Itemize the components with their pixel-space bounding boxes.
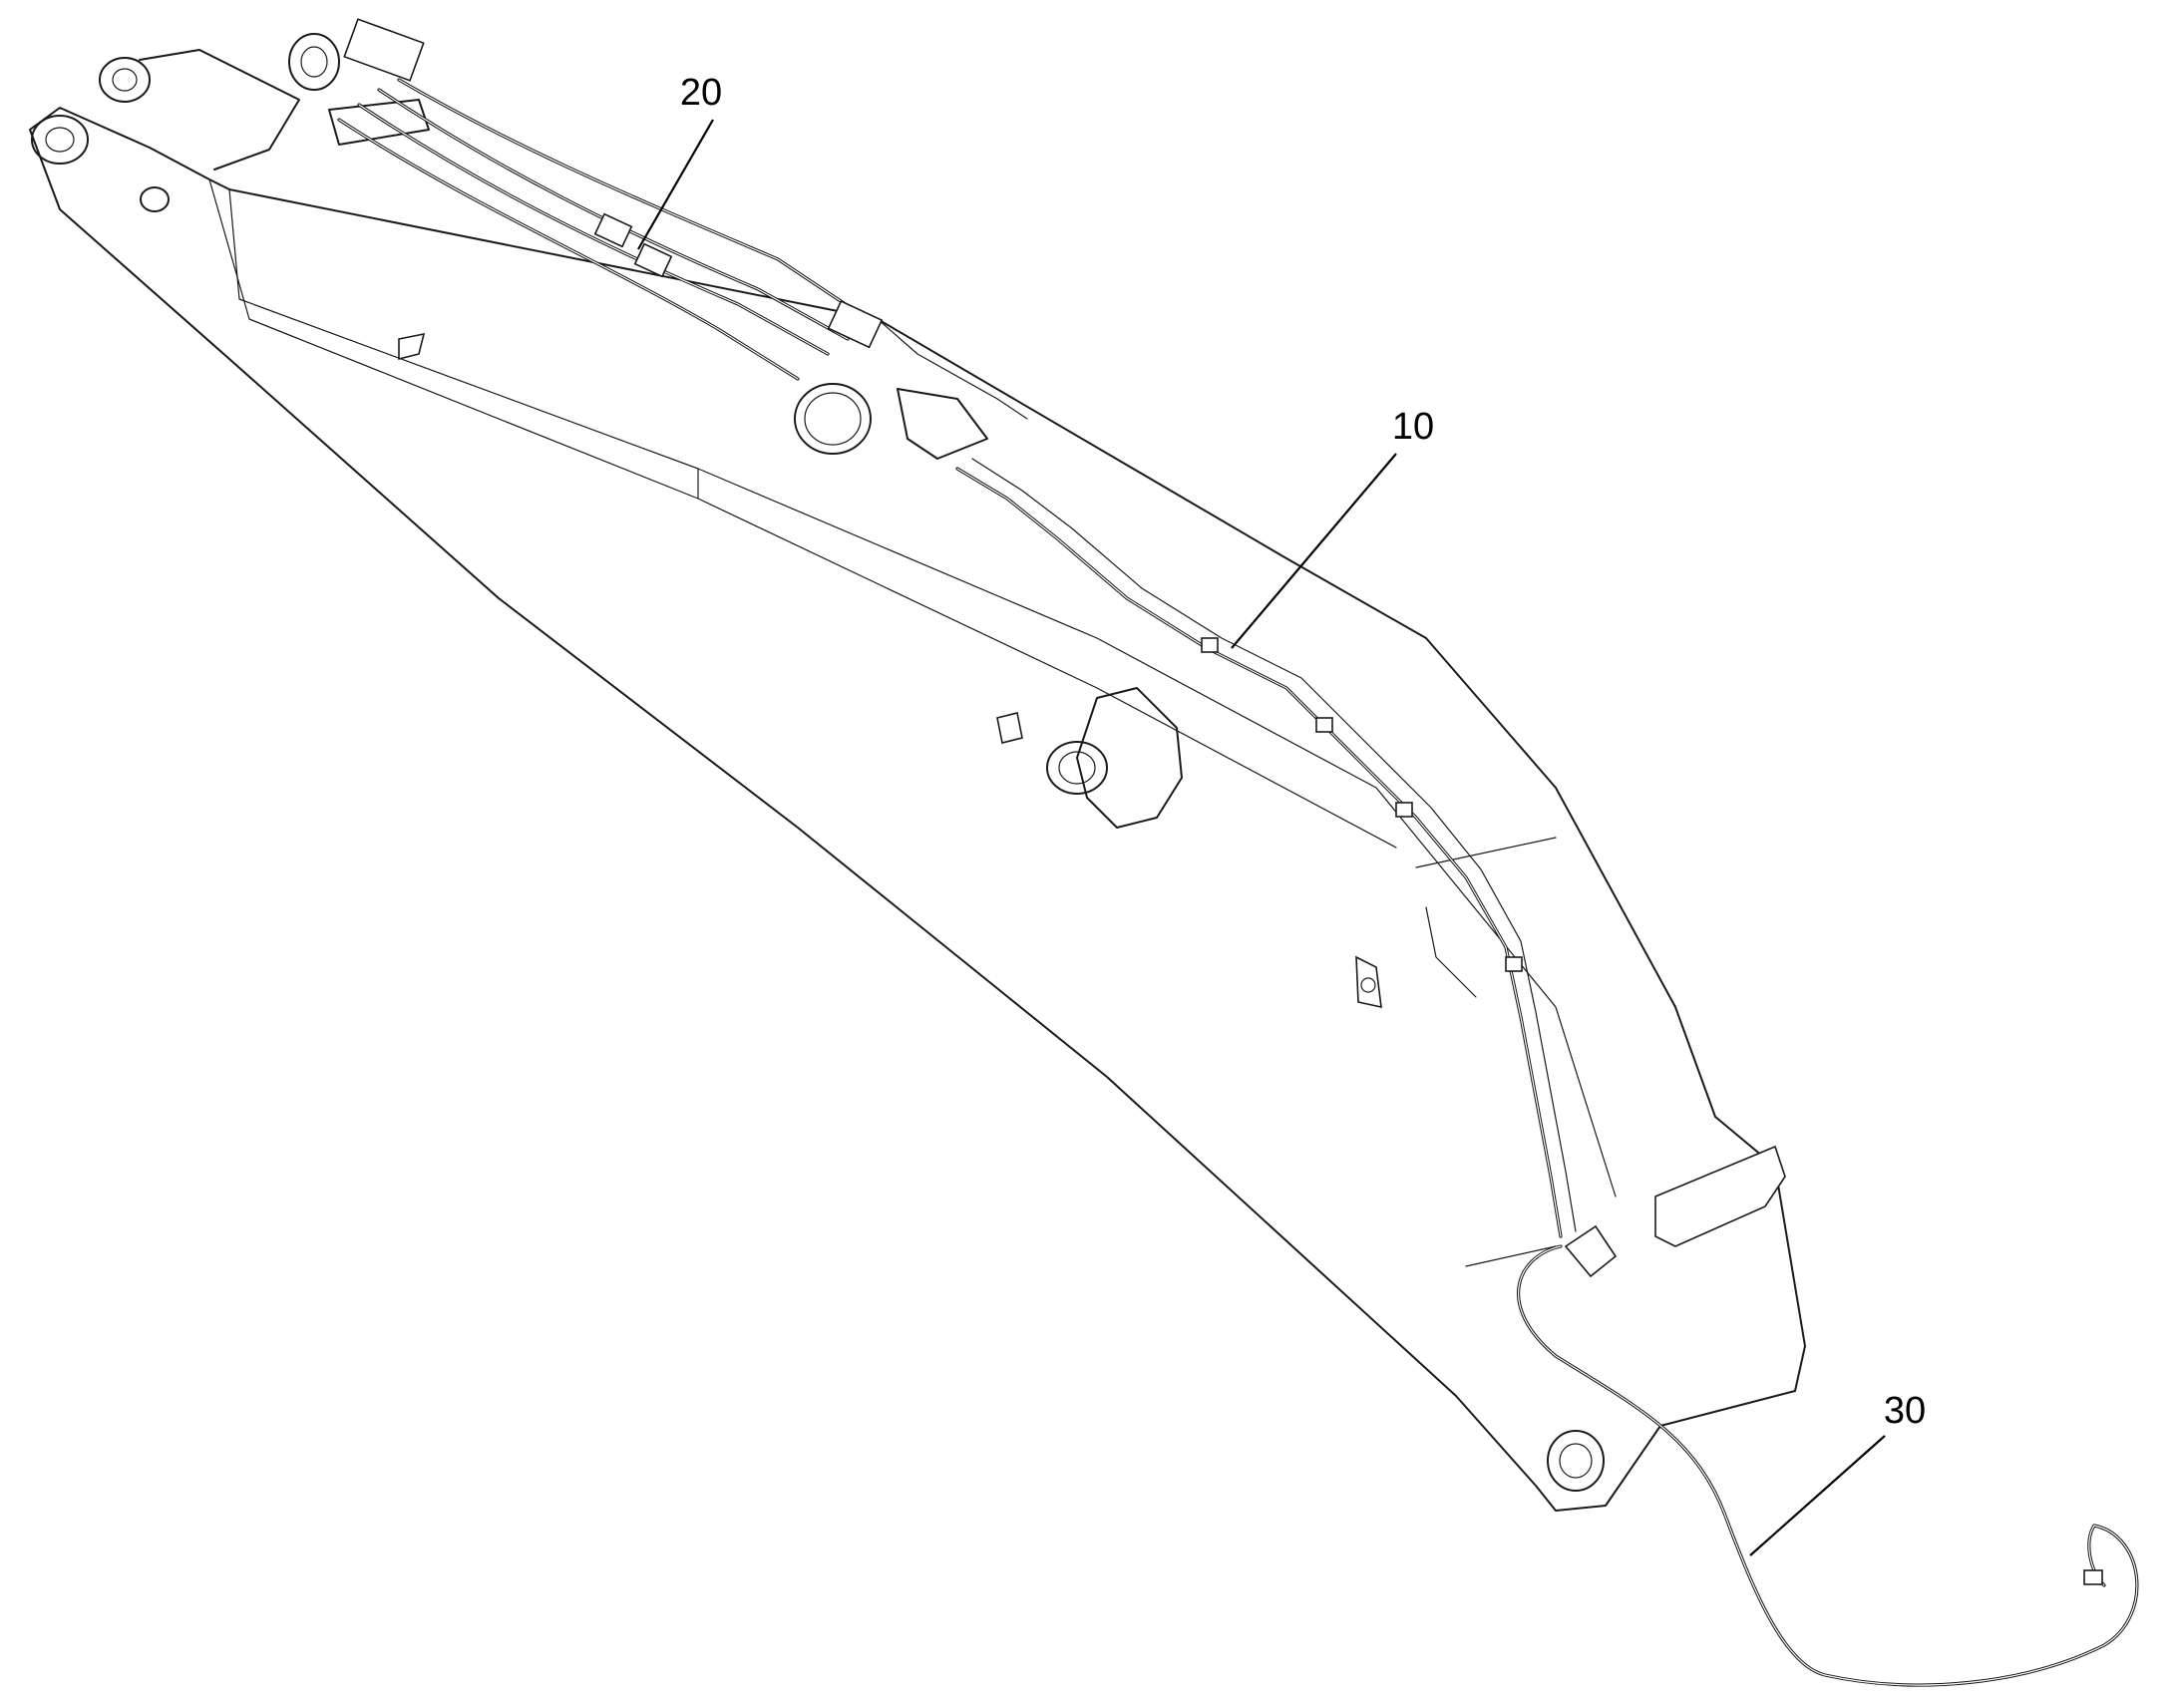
callout-20: 20: [680, 72, 722, 114]
leader-30: [1749, 1435, 1886, 1556]
hose-line-10: [955, 458, 1577, 1238]
leader-10: [1231, 453, 1397, 649]
tip-pivot-boss: [1547, 1430, 1605, 1492]
callout-30: 30: [1884, 1390, 1926, 1432]
hose-group-20: [337, 78, 884, 381]
callout-10: 10: [1392, 406, 1434, 448]
cylinder-pivot-boss: [794, 383, 1183, 829]
leader-20: [637, 119, 714, 250]
hydraulic-cylinder: [288, 18, 430, 146]
hose-line-30: [1517, 1244, 2139, 1687]
mounting-lugs: [398, 332, 1786, 1278]
leader-lines: [637, 119, 1886, 1556]
root-pivot-boss: [31, 49, 300, 212]
boom-body: [29, 107, 1806, 1512]
